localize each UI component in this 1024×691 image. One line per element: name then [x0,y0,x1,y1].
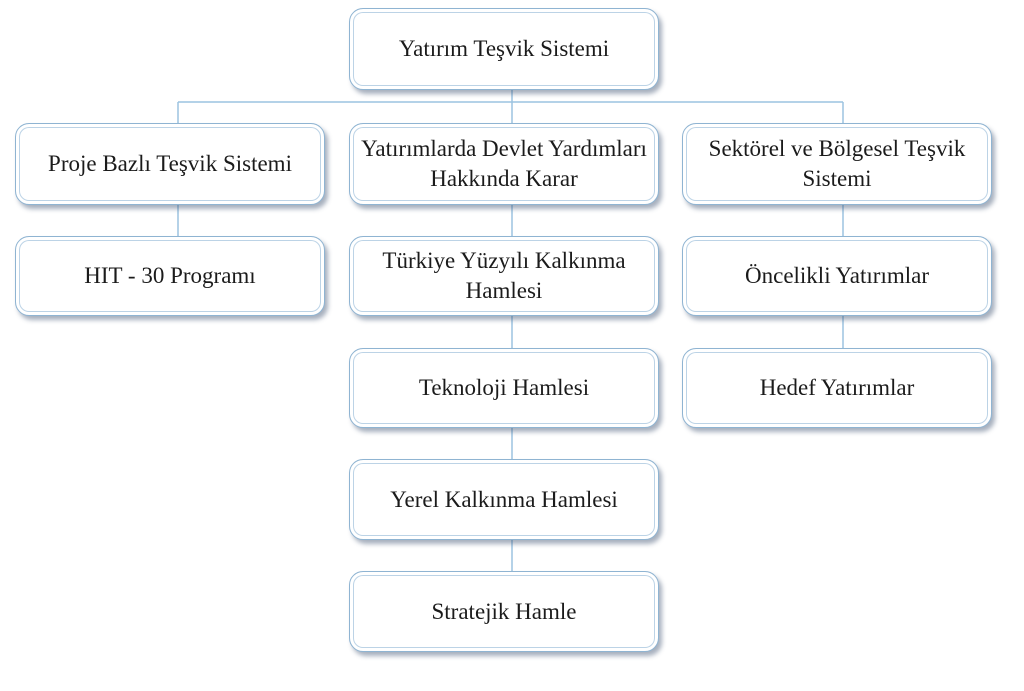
center-child-node-4: Stratejik Hamle [349,571,659,652]
right-child-label-1: Öncelikli Yatırımlar [745,263,929,289]
left-child-node-1: HIT - 30 Programı [15,236,325,316]
center-child-node-3: Yerel Kalkınma Hamlesi [349,459,659,540]
right-child-node-2: Hedef Yatırımlar [682,348,992,428]
center-branch-node: Yatırımlarda Devlet Yardımları Hakkında … [349,123,659,205]
right-child-node-1: Öncelikli Yatırımlar [682,236,992,316]
center-child-label-1: Türkiye Yüzyılı Kalkınma Hamlesi [382,248,626,303]
center-branch-label: Yatırımlarda Devlet Yardımları Hakkında … [361,136,647,191]
root-node: Yatırım Teşvik Sistemi [349,8,659,90]
left-branch-node: Proje Bazlı Teşvik Sistemi [15,123,325,205]
left-child-label-1: HIT - 30 Programı [84,263,256,289]
center-child-node-2: Teknoloji Hamlesi [349,348,659,428]
center-child-label-4: Stratejik Hamle [431,598,577,624]
right-child-label-2: Hedef Yatırımlar [759,375,915,401]
right-branch-node: Sektörel ve Bölgesel Teşvik Sistemi [682,123,992,205]
root-label: Yatırım Teşvik Sistemi [398,36,610,62]
left-branch-label: Proje Bazlı Teşvik Sistemi [48,151,292,177]
center-child-label-2: Teknoloji Hamlesi [418,375,590,401]
center-child-label-3: Yerel Kalkınma Hamlesi [390,486,618,512]
right-branch-label: Sektörel ve Bölgesel Teşvik Sistemi [708,136,966,191]
center-child-node-1: Türkiye Yüzyılı Kalkınma Hamlesi [349,236,659,316]
